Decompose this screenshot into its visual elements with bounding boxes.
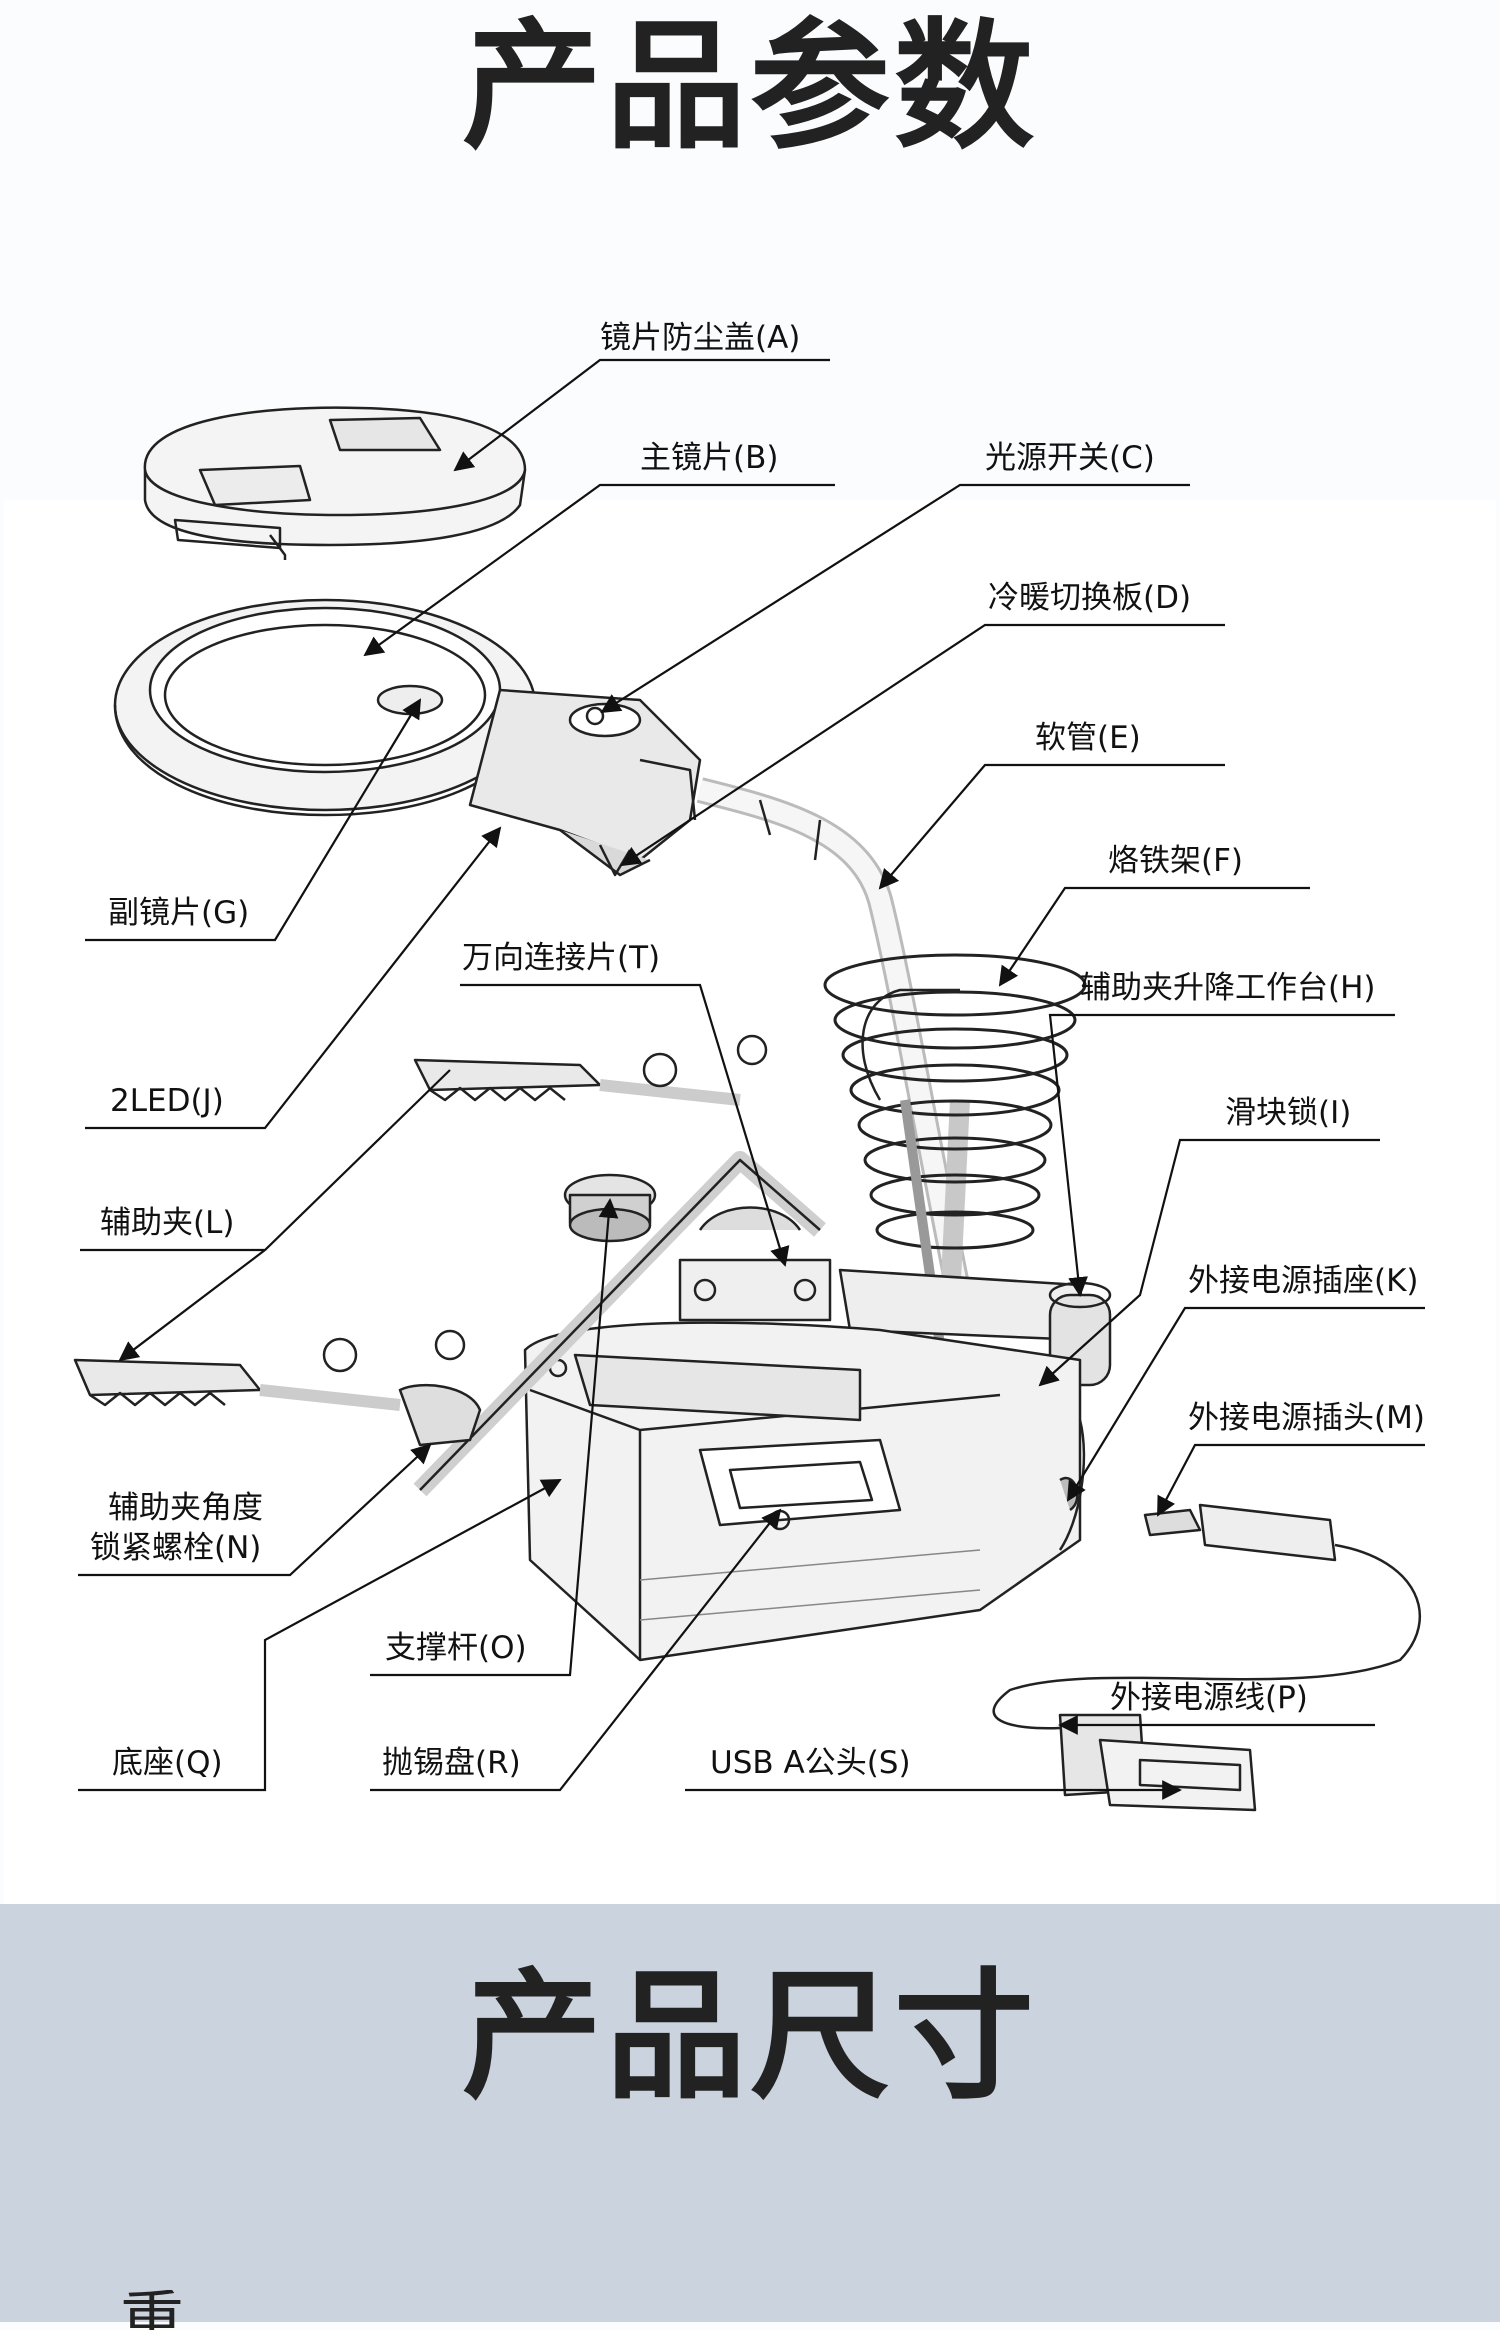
label-f: 烙铁架(F) <box>1108 843 1243 879</box>
gooseneck-hose-drawing <box>696 777 973 1303</box>
leader-n <box>78 1443 432 1577</box>
label-g: 副镜片(G) <box>108 895 249 931</box>
size-title: 产品尺寸 <box>461 1956 1038 2119</box>
label-s: USB A公头(S) <box>710 1745 911 1781</box>
label-q: 底座(Q) <box>112 1745 223 1781</box>
leader-b <box>363 483 835 657</box>
label-a: 镜片防尘盖(A) <box>600 320 800 356</box>
main-lens-drawing <box>113 598 537 817</box>
part-labels: 镜片防尘盖(A) 主镜片(B) 光源开关(C) 冷暖切换板(D) 软管(E) 烙… <box>90 320 1425 1781</box>
leader-c <box>600 483 1190 714</box>
label-i: 滑块锁(I) <box>1225 1095 1351 1131</box>
leader-e <box>878 763 1225 890</box>
leader-j <box>85 826 502 1130</box>
label-p: 外接电源线(P) <box>1110 1680 1308 1716</box>
label-k: 外接电源插座(K) <box>1188 1263 1419 1299</box>
label-d: 冷暖切换板(D) <box>988 580 1191 616</box>
params-title: 产品参数 <box>461 6 1038 169</box>
leader-o <box>370 1198 619 1677</box>
label-o: 支撑杆(O) <box>385 1630 527 1666</box>
label-e: 软管(E) <box>1035 720 1141 756</box>
lens-dust-cover-drawing <box>143 406 527 560</box>
leader-h <box>1048 1013 1395 1297</box>
bottom-band <box>0 1904 1500 2322</box>
soldering-iron-holder-drawing <box>823 953 1087 1381</box>
label-l: 辅助夹(L) <box>100 1205 234 1241</box>
helping-clamps-drawing <box>73 1034 768 1447</box>
support-rod-drawing <box>413 1151 826 1497</box>
leader-a <box>453 358 830 472</box>
leader-k <box>1066 1306 1425 1502</box>
label-c: 光源开关(C) <box>985 440 1155 476</box>
leader-q <box>78 1479 562 1792</box>
leader-g <box>85 698 422 942</box>
label-b: 主镜片(B) <box>640 440 778 476</box>
leader-lines <box>78 358 1425 1800</box>
leader-m <box>1157 1443 1425 1517</box>
leader-d <box>620 623 1225 867</box>
label-m: 外接电源插头(M) <box>1188 1400 1425 1436</box>
lamp-head-drawing <box>468 688 702 877</box>
label-h: 辅助夹升降工作台(H) <box>1080 970 1376 1006</box>
leader-l <box>80 1069 451 1360</box>
label-n-line1: 辅助夹角度 <box>108 1490 263 1526</box>
base-drawing <box>523 1321 1086 1662</box>
label-r: 抛锡盘(R) <box>382 1745 521 1781</box>
leader-r <box>370 1508 782 1792</box>
leader-t <box>460 983 790 1267</box>
universal-joint-drawing <box>678 1206 832 1322</box>
label-j: 2LED(J) <box>110 1083 224 1119</box>
label-t: 万向连接片(T) <box>462 940 660 976</box>
leader-f <box>998 886 1310 987</box>
leader-i <box>1038 1138 1380 1387</box>
label-n-line2: 锁紧螺栓(N) <box>90 1530 261 1566</box>
product-illustration <box>73 406 1422 1812</box>
